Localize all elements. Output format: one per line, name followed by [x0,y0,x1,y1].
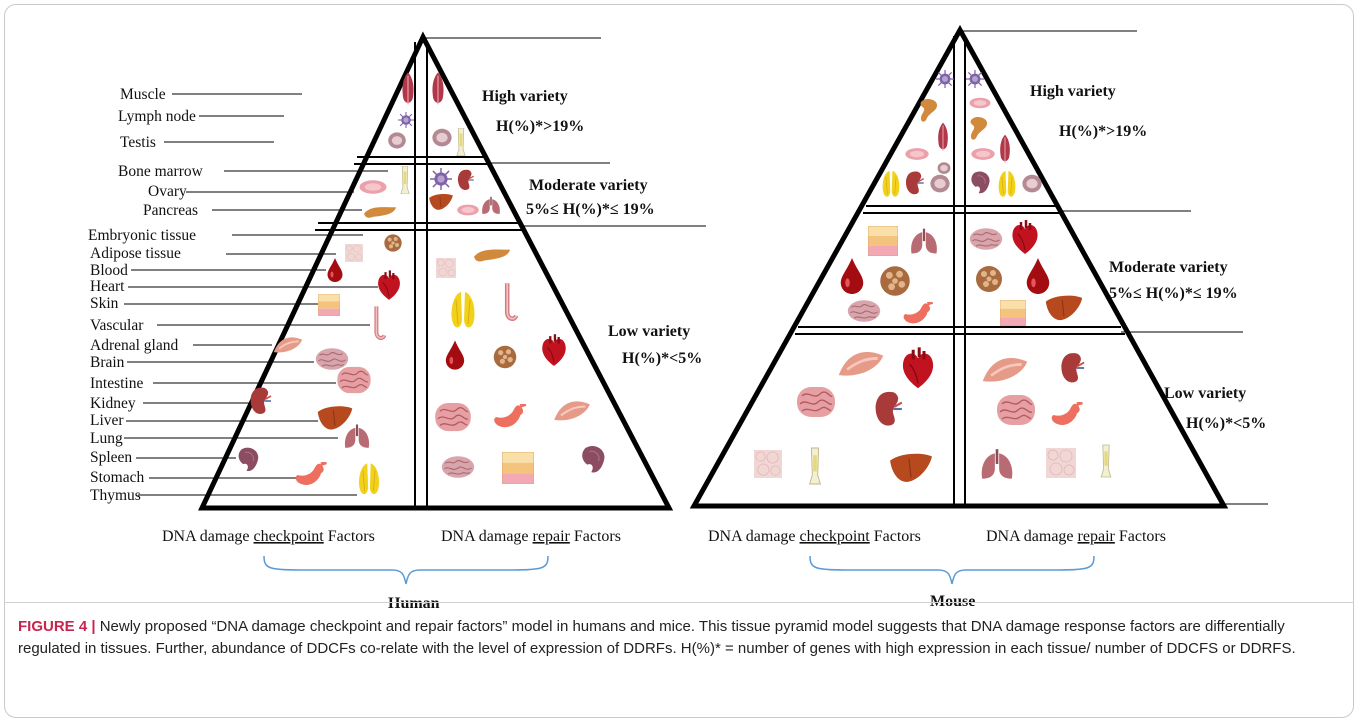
embryonic-tissue-icon [880,266,910,296]
tier-moderate-rule: 5%≤ H(%)*≤ 19% [526,201,655,218]
lymph-node-icon [430,168,452,190]
label-liver: Liver [90,412,124,429]
tier-moderate-title: Moderate variety [529,177,648,194]
human-pyramid [198,31,706,511]
human-tier-labels: High variety H(%)*>19% Moderate variety … [482,88,702,367]
label-embryonic-tissue: Embryonic tissue [88,227,196,244]
brain-icon [969,227,1003,251]
label-skin: Skin [90,295,119,312]
label-brain: Brain [90,354,125,371]
label-spleen: Spleen [90,449,132,466]
intestine-icon [336,366,372,394]
lymph-node-icon [936,70,954,88]
adipose-tissue-icon [345,244,363,262]
adipose-tissue-icon [754,450,782,478]
label-bone-marrow: Bone marrow [118,163,204,180]
ovary-icon [971,148,995,160]
mouse-pyramid [689,24,1268,509]
mouse-tier-labels: High variety H(%)*>19% Moderate variety … [1030,83,1266,432]
figure-caption: FIGURE 4 | Newly proposed “DNA damage ch… [18,616,1338,660]
label-muscle: Muscle [120,86,166,103]
embryonic-tissue-icon [976,266,1002,292]
human-axis-labels: DNA damage checkpoint Factors DNA damage… [162,528,621,612]
intestine-icon [996,394,1036,426]
testis-icon [1022,174,1042,193]
label-lung: Lung [90,430,123,447]
caption-text: Newly proposed “DNA damage checkpoint an… [18,618,1296,657]
intestine-icon [434,402,472,432]
brain-icon [315,347,349,371]
caption-divider [4,602,1354,603]
brain-icon [441,455,475,479]
mouse-brace [809,555,1095,585]
human-organ-labels: Muscle Lymph node Testis Bone marrow Ova… [88,86,388,504]
label-heart: Heart [90,278,125,295]
human-species-label: Human [388,595,440,612]
label-ovary: Ovary [148,183,187,200]
ovary-icon [905,148,929,160]
skin-icon [318,294,340,316]
label-thymus: Thymus [90,487,141,504]
tier-high-title: High variety [1030,83,1116,100]
label-intestine: Intestine [90,375,143,392]
tier-low-title: Low variety [608,323,690,340]
mouse-axis-labels: DNA damage checkpoint Factors DNA damage… [708,528,1166,610]
embryonic-tissue-icon [384,234,402,252]
tier-low-rule: H(%)*<5% [1186,415,1266,432]
label-lymph-node: Lymph node [118,108,196,125]
label-testis: Testis [120,134,156,151]
testis-icon [937,162,951,174]
ovary-icon [359,180,387,194]
mouse-species-label: Mouse [930,593,975,610]
human-repair-axis-label: DNA damage repair Factors [441,528,621,545]
label-vascular: Vascular [90,317,144,334]
skin-icon [868,226,898,256]
lymph-node-icon [966,70,984,88]
figure-label: FIGURE 4 | [18,618,96,635]
human-checkpoint-axis-label: DNA damage checkpoint Factors [162,528,375,545]
tier-high-rule: H(%)*>19% [1059,123,1147,140]
tier-moderate-title: Moderate variety [1109,259,1228,276]
testis-icon [388,132,406,149]
label-blood: Blood [90,262,128,279]
label-pancreas: Pancreas [143,202,198,219]
human-brace [263,555,549,585]
label-kidney: Kidney [90,395,136,412]
mouse-checkpoint-axis-label: DNA damage checkpoint Factors [708,528,921,545]
tier-high-title: High variety [482,88,568,105]
label-adrenal-gland: Adrenal gland [90,337,178,354]
testis-icon [930,174,950,193]
adipose-tissue-icon [436,258,456,278]
tier-low-title: Low variety [1164,385,1246,402]
testis-icon [432,128,452,147]
tier-low-rule: H(%)*<5% [622,350,702,367]
adipose-tissue-icon [1046,448,1076,478]
tier-high-rule: H(%)*>19% [496,118,584,135]
skin-icon [502,452,534,484]
embryonic-tissue-icon [493,345,517,369]
label-stomach: Stomach [90,469,144,486]
ovary-icon [969,97,991,109]
intestine-icon [796,386,836,418]
lymph-node-icon [398,112,414,128]
label-adipose-tissue: Adipose tissue [90,245,181,262]
ovary-icon [457,204,479,216]
skin-icon [1000,300,1026,326]
tier-moderate-rule: 5%≤ H(%)*≤ 19% [1109,285,1238,302]
brain-icon [847,299,881,323]
mouse-repair-axis-label: DNA damage repair Factors [986,528,1166,545]
